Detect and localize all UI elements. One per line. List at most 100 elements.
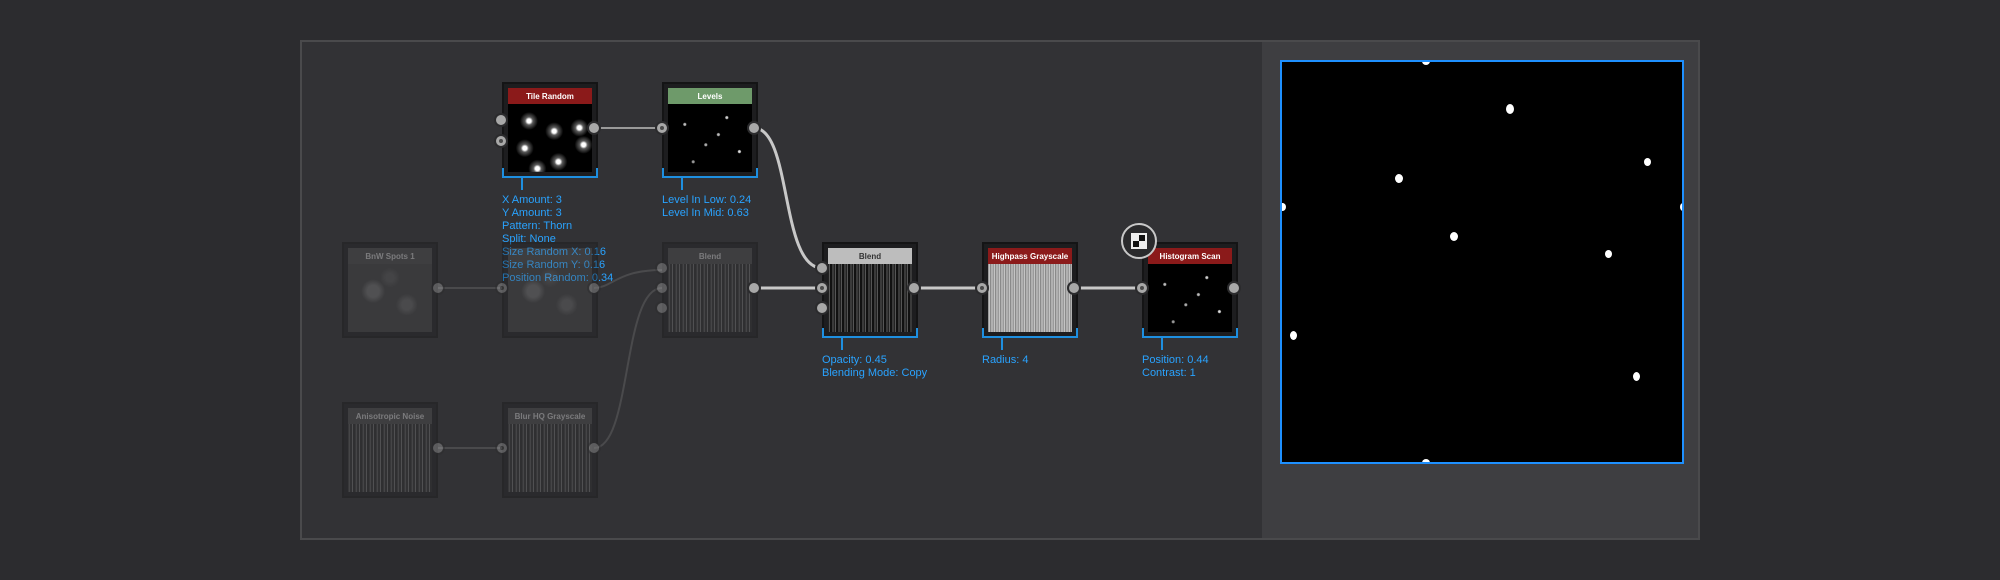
- input-port[interactable]: [655, 121, 669, 135]
- param-position: Position: 0.44: [1142, 354, 1209, 366]
- preview-spot: [1422, 62, 1430, 65]
- param-level-in-low: Level In Low: 0.24: [662, 194, 752, 206]
- input-port[interactable]: [815, 281, 829, 295]
- param-split: Split: None: [502, 233, 556, 245]
- node-title: [508, 248, 592, 264]
- tile-random-params: X Amount: 3 Y Amount: 3 Pattern: Thorn S…: [502, 194, 613, 285]
- highpass-params: Radius: 4: [982, 354, 1028, 367]
- param-leader-line: [521, 176, 523, 190]
- param-blending-mode: Blending Mode: Copy: [822, 367, 928, 379]
- preview-spot: [1290, 331, 1297, 340]
- node-thumbnail: [348, 264, 432, 332]
- node-title: Tile Random: [508, 88, 592, 104]
- node-thumbnail: [508, 104, 592, 172]
- preview-spot: [1506, 104, 1514, 114]
- param-leader-line: [681, 176, 683, 190]
- param-opacity: Opacity: 0.45: [822, 354, 887, 366]
- node-title: Levels: [668, 88, 752, 104]
- input-port[interactable]: [655, 301, 669, 315]
- output-port[interactable]: [747, 281, 761, 295]
- histogram-scan-params: Position: 0.44 Contrast: 1: [1142, 354, 1209, 380]
- input-port[interactable]: [494, 113, 508, 127]
- output-port[interactable]: [587, 121, 601, 135]
- selection-bracket: [822, 328, 918, 338]
- node-tile-random[interactable]: Tile Random: [502, 82, 598, 178]
- node-anisotropic-noise[interactable]: Anisotropic Noise: [342, 402, 438, 498]
- input-port[interactable]: [815, 301, 829, 315]
- node-thumbnail: [348, 424, 432, 492]
- node-title: Blur HQ Grayscale: [508, 408, 592, 424]
- param-leader-line: [1001, 336, 1003, 350]
- param-pattern: Pattern: Thorn: [502, 220, 573, 232]
- node-title: Highpass Grayscale: [988, 248, 1072, 264]
- node-thumbnail: [508, 264, 592, 332]
- input-port[interactable]: [655, 261, 669, 275]
- selection-bracket: [1142, 328, 1238, 338]
- param-position-random: Position Random: 0.34: [502, 272, 614, 284]
- levels-params: Level In Low: 0.24 Level In Mid: 0.63: [662, 194, 751, 220]
- input-port[interactable]: [495, 441, 509, 455]
- wire-levels-to-blend: [753, 126, 823, 270]
- param-x-amount: X Amount: 3: [502, 194, 562, 206]
- param-leader-line: [1161, 336, 1163, 350]
- node-thumbnail: [828, 264, 912, 332]
- node-thumbnail: [988, 264, 1072, 332]
- 2d-preview-image[interactable]: [1280, 60, 1684, 464]
- preview-spot: [1282, 203, 1286, 211]
- output-port[interactable]: [747, 121, 761, 135]
- param-level-in-mid: Level In Mid: 0.63: [662, 207, 749, 219]
- node-thumbnail: [668, 104, 752, 172]
- preview-spot: [1422, 459, 1430, 462]
- node-thumbnail: [668, 264, 752, 332]
- node-thumbnail: [508, 424, 592, 492]
- node-blend[interactable]: Blend: [822, 242, 918, 338]
- node-bnw-spots[interactable]: BnW Spots 1: [342, 242, 438, 338]
- output-port[interactable]: [1067, 281, 1081, 295]
- output-port[interactable]: [587, 441, 601, 455]
- selection-bracket: [502, 168, 598, 178]
- param-leader-line: [841, 336, 843, 350]
- node-thumbnail: [1148, 264, 1232, 332]
- output-port[interactable]: [907, 281, 921, 295]
- node-faded-blend[interactable]: Blend: [662, 242, 758, 338]
- param-radius: Radius: 4: [982, 354, 1029, 366]
- node-faded-mid[interactable]: [502, 242, 598, 338]
- param-size-random-y: Size Random Y: 0.16: [502, 259, 606, 271]
- node-title: Histogram Scan: [1148, 248, 1232, 264]
- node-title: Blend: [828, 248, 912, 264]
- selection-bracket: [662, 168, 758, 178]
- input-port[interactable]: [975, 281, 989, 295]
- wire-blur-to-blend: [593, 287, 663, 449]
- node-title: BnW Spots 1: [348, 248, 432, 264]
- substance-graph-editor: Tile Random X Amount: 3 Y Amount: 3 Patt…: [300, 40, 1700, 540]
- output-port[interactable]: [587, 281, 601, 295]
- checkerboard-glyph: [1131, 233, 1147, 249]
- checker-icon[interactable]: [1121, 223, 1157, 259]
- input-port[interactable]: [495, 281, 509, 295]
- node-graph-canvas[interactable]: Tile Random X Amount: 3 Y Amount: 3 Patt…: [302, 42, 1262, 538]
- connection-wires: [438, 126, 1142, 449]
- input-port[interactable]: [1135, 281, 1149, 295]
- preview-spot: [1680, 203, 1682, 211]
- node-histogram-scan[interactable]: Histogram Scan: [1142, 242, 1238, 338]
- output-port[interactable]: [431, 281, 445, 295]
- input-port[interactable]: [494, 134, 508, 148]
- node-levels[interactable]: Levels: [662, 82, 758, 178]
- output-port[interactable]: [431, 441, 445, 455]
- preview-spot: [1644, 158, 1651, 166]
- input-port[interactable]: [815, 261, 829, 275]
- input-port[interactable]: [655, 281, 669, 295]
- node-highpass-grayscale[interactable]: Highpass Grayscale: [982, 242, 1078, 338]
- preview-spot: [1395, 174, 1403, 183]
- output-port[interactable]: [1227, 281, 1241, 295]
- selection-bracket: [982, 328, 1078, 338]
- node-title: Blend: [668, 248, 752, 264]
- preview-spot: [1450, 232, 1458, 241]
- preview-spot: [1605, 250, 1612, 258]
- param-contrast: Contrast: 1: [1142, 367, 1196, 379]
- preview-spot: [1633, 372, 1640, 381]
- node-blur-hq[interactable]: Blur HQ Grayscale: [502, 402, 598, 498]
- param-size-random-x: Size Random X: 0.16: [502, 246, 606, 258]
- blend-params: Opacity: 0.45 Blending Mode: Copy: [822, 354, 927, 380]
- param-y-amount: Y Amount: 3: [502, 207, 562, 219]
